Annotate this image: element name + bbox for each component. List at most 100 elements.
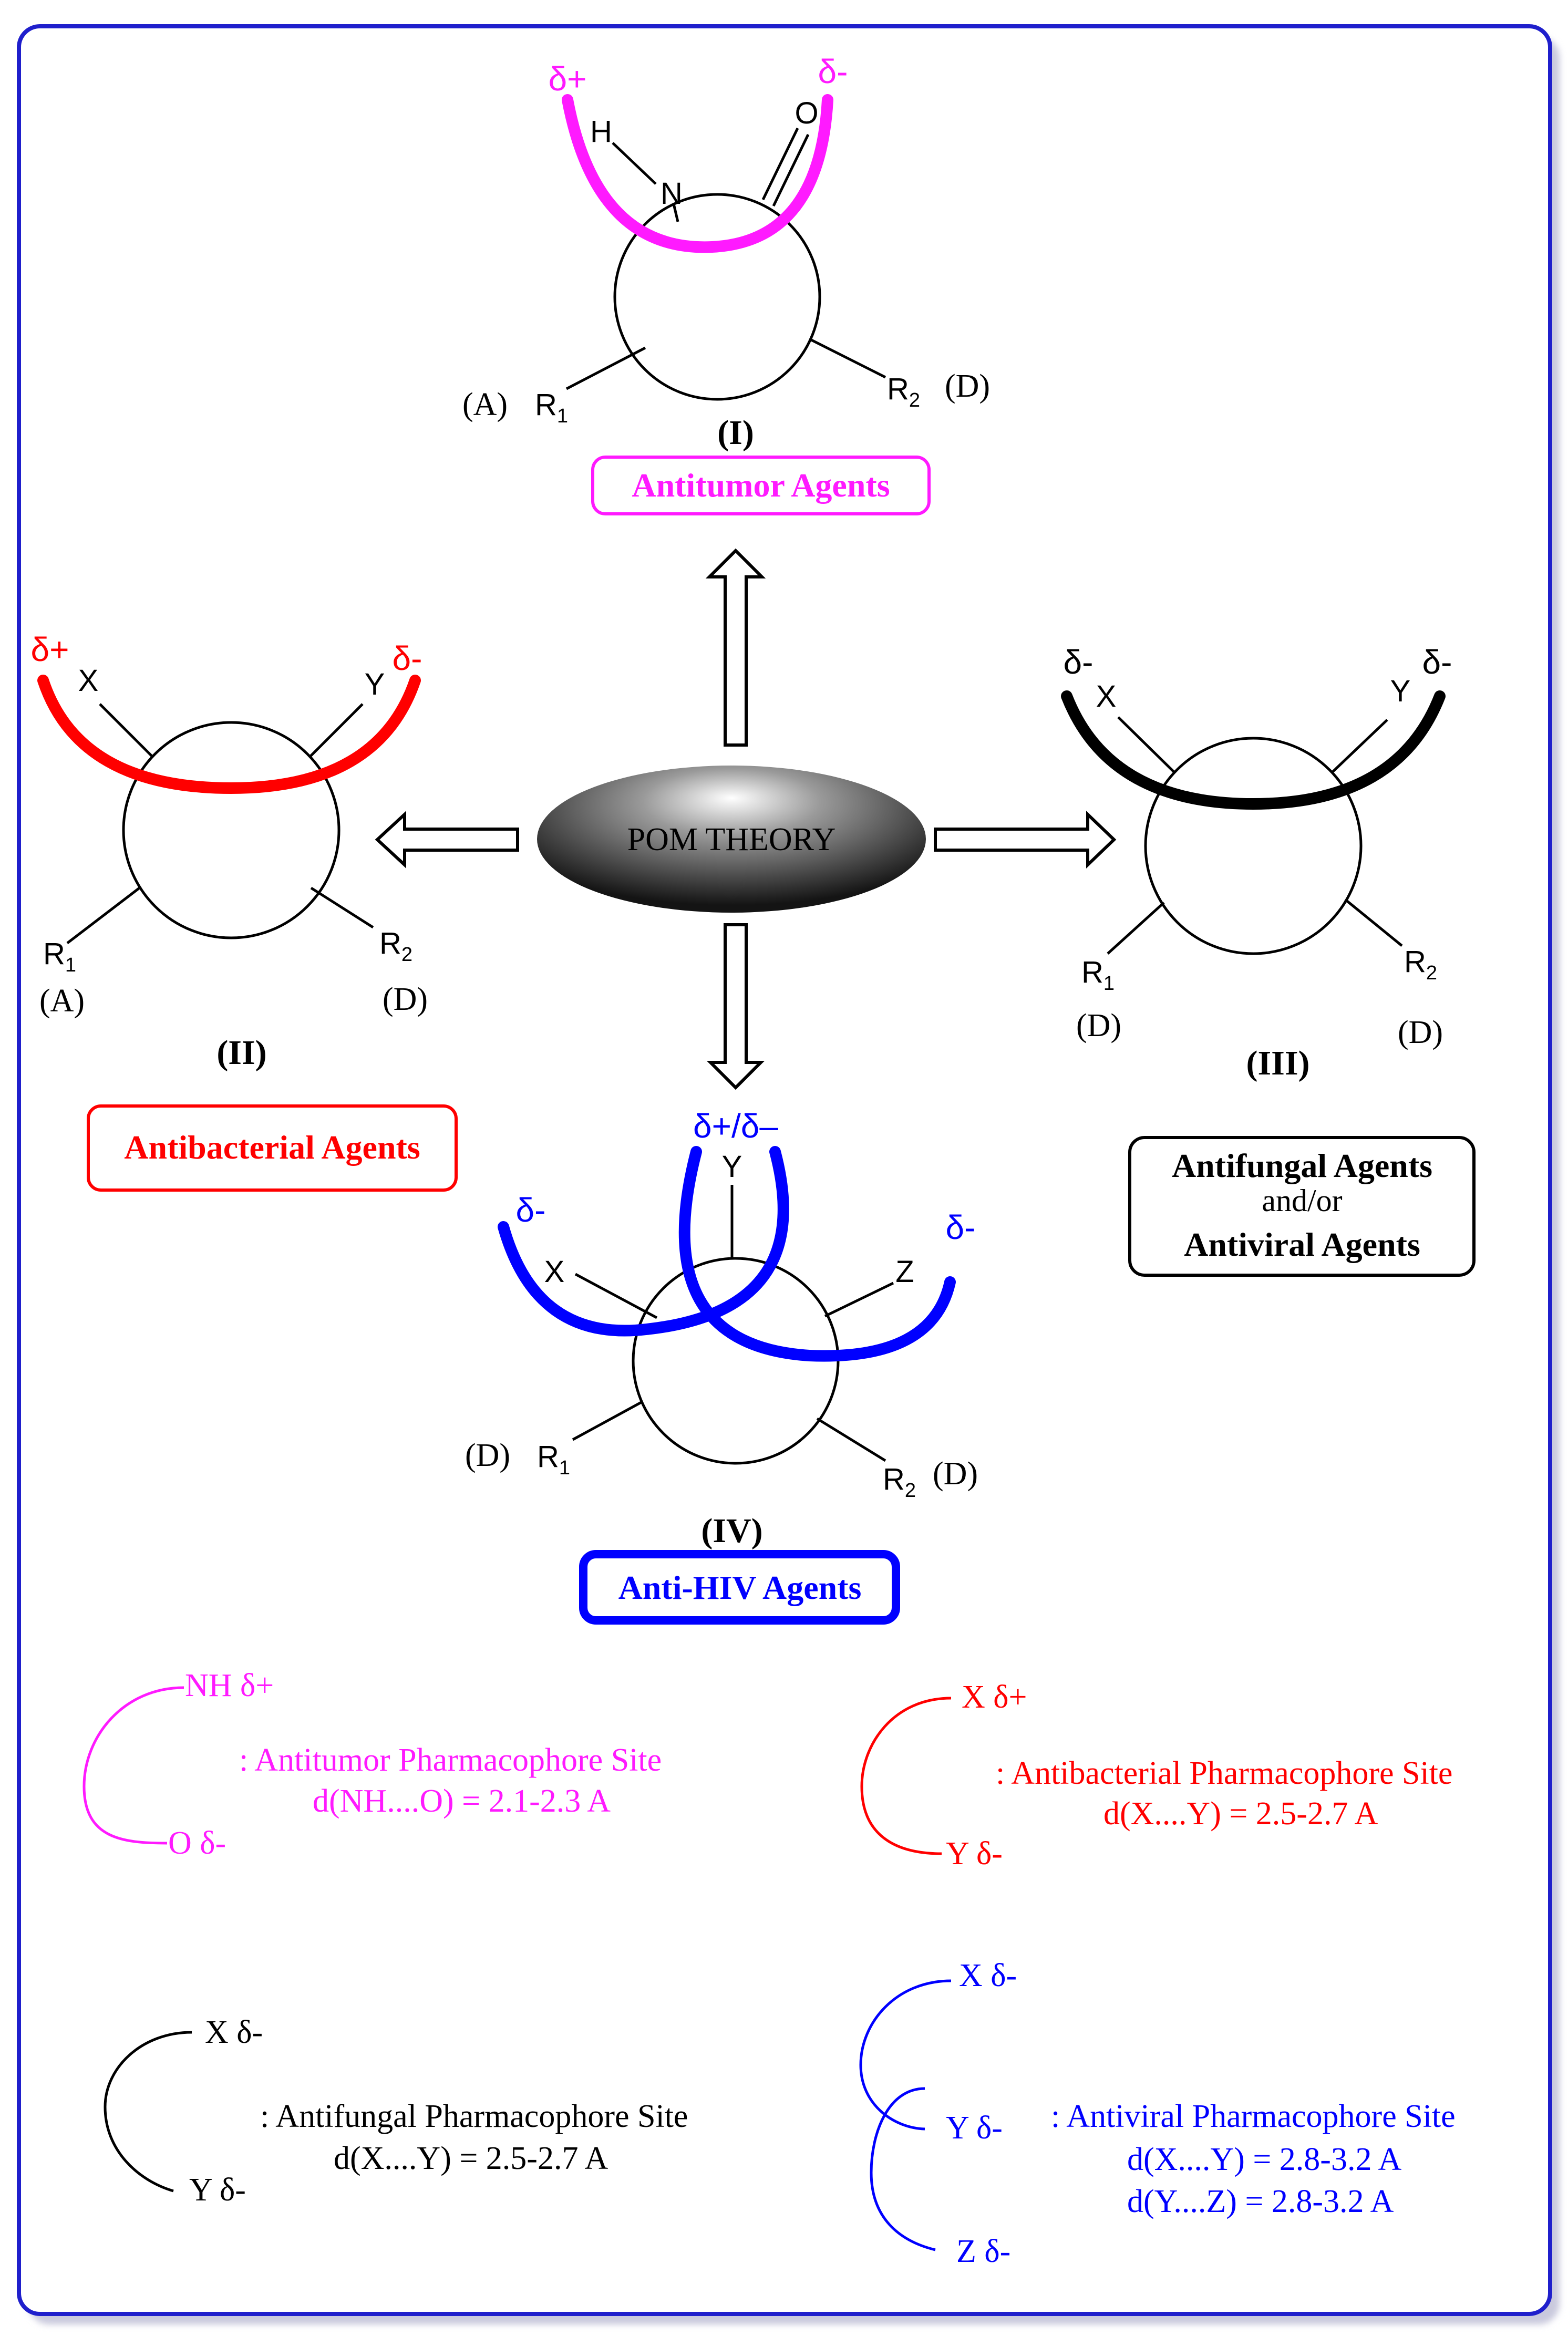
ring <box>613 193 821 401</box>
delta-right-label: δ- <box>946 1208 976 1246</box>
r1-label: R1 <box>535 388 568 427</box>
bond-r2 <box>816 1417 886 1462</box>
y-atom: Y <box>1390 674 1411 708</box>
bond-r1 <box>572 1400 643 1441</box>
x-atom: X <box>544 1255 565 1289</box>
legend-distance: d(X....Y) = 2.5-2.7 A <box>334 2141 608 2176</box>
right-tag: (D) <box>933 1456 978 1492</box>
legend-antibacterial: X δ+ Y δ- : Antibacterial Pharmacophore … <box>860 1679 1452 1872</box>
legend-top: X δ- <box>959 1958 1017 1993</box>
left-tag: (A) <box>462 387 508 422</box>
bond-r2 <box>310 886 374 929</box>
r2-label: R2 <box>883 1462 916 1502</box>
legend-top: X δ- <box>205 2014 263 2050</box>
pom-theory-ellipse <box>537 766 926 913</box>
arrow-down <box>706 923 765 1090</box>
legend-antitumor: NH δ+ O δ- : Antitumor Pharmacophore Sit… <box>82 1668 662 1861</box>
delta-minus-label: δ- <box>393 639 422 677</box>
bond-r2 <box>1344 898 1403 947</box>
agent-box <box>1128 1136 1476 1277</box>
bond-r1 <box>565 346 646 390</box>
legend-arc-yz <box>870 2087 936 2251</box>
bond-y <box>1331 719 1388 773</box>
arrow-left <box>375 811 519 869</box>
r2-label: R2 <box>379 926 412 966</box>
arrow-right <box>934 810 1117 869</box>
bond-c-o-1 <box>761 127 799 201</box>
structure-I: δ+ δ- H N O R1 R2 (A) (D) (I) Antitumor … <box>462 53 990 515</box>
ring <box>122 721 341 939</box>
z-atom: Z <box>895 1255 914 1289</box>
legend-arc <box>82 1686 184 1845</box>
arrow-up <box>705 548 766 747</box>
delta-left-label: δ- <box>1064 643 1094 681</box>
legend-top: X δ+ <box>962 1679 1027 1715</box>
legend-middle: Y δ- <box>946 2110 1003 2146</box>
x-atom: X <box>78 664 99 698</box>
bond-r1 <box>1107 902 1165 955</box>
legend-bottom: O δ- <box>168 1825 226 1861</box>
roman-numeral: (I) <box>717 414 754 452</box>
agent-label-line1: Antifungal Agents <box>1172 1147 1432 1184</box>
pharmacophore-arc <box>1061 690 1446 810</box>
agent-box <box>591 456 931 515</box>
x-atom: X <box>1096 679 1117 714</box>
agent-label: Antibacterial Agents <box>124 1129 420 1166</box>
structure-II: δ+ δ- X Y R1 R2 (A) (D) (II) Antibacteri… <box>31 630 458 1192</box>
bond-y <box>309 703 364 758</box>
bond-z <box>824 1281 894 1318</box>
bond-x <box>574 1273 658 1319</box>
y-atom: Y <box>722 1150 742 1184</box>
bond-c-o-2 <box>772 133 810 207</box>
agent-label: Anti-HIV Agents <box>618 1569 862 1606</box>
roman-numeral: (III) <box>1246 1044 1309 1082</box>
o-atom: O <box>795 96 818 130</box>
agent-box <box>87 1104 458 1192</box>
n-atom: N <box>661 177 683 211</box>
legend-title: : Antitumor Pharmacophore Site <box>239 1742 662 1778</box>
delta-top-label: δ+/δ– <box>693 1107 778 1145</box>
bond-r2 <box>808 337 886 379</box>
bond-x <box>1117 716 1175 773</box>
left-tag: (D) <box>1076 1008 1121 1043</box>
pharmacophore-arc <box>562 94 833 253</box>
legend-title: : Antibacterial Pharmacophore Site <box>996 1755 1452 1791</box>
right-tag: (D) <box>945 368 990 404</box>
right-tag: (D) <box>383 981 428 1017</box>
roman-numeral: (IV) <box>701 1512 762 1550</box>
pharmacophore-arc <box>37 675 421 794</box>
pom-theory-node: POM THEORY <box>537 766 926 913</box>
legend-distance-2: d(Y....Z) = 2.8-3.2 A <box>1127 2184 1394 2219</box>
legend-title: : Antifungal Pharmacophore Site <box>260 2099 688 2134</box>
legend-title: : Antiviral Pharmacophore Site <box>1051 2099 1456 2134</box>
right-tag: (D) <box>1398 1015 1443 1050</box>
legend-distance: d(X....Y) = 2.5-2.7 A <box>1103 1796 1378 1832</box>
legend-bottom: Y δ- <box>189 2172 246 2208</box>
pharmacophore-arc-yz <box>678 1146 956 1362</box>
bond-h-n <box>612 142 657 185</box>
r2-label: R2 <box>887 372 920 411</box>
bond-r1 <box>66 886 142 944</box>
legend-bottom: Y δ- <box>946 1836 1003 1872</box>
agent-label: Antitumor Agents <box>632 467 890 504</box>
legend-bottom: Z δ- <box>956 2234 1010 2269</box>
delta-plus-label: δ+ <box>31 630 69 668</box>
delta-minus-label: δ- <box>818 53 848 90</box>
legend-antiviral: X δ- Y δ- Z δ- : Antiviral Pharmacophore… <box>859 1958 1456 2269</box>
agent-label-line2: and/or <box>1262 1183 1342 1218</box>
h-atom: H <box>590 115 612 149</box>
legend-distance: d(NH....O) = 2.1-2.3 A <box>313 1783 611 1819</box>
legend-arc-xy <box>859 1979 952 2131</box>
legend-distance-1: d(X....Y) = 2.8-3.2 A <box>1127 2142 1402 2177</box>
delta-plus-label: δ+ <box>549 60 587 98</box>
left-tag: (D) <box>465 1438 510 1473</box>
r1-label: R1 <box>537 1440 570 1479</box>
bond-x <box>99 703 153 758</box>
r1-label: R1 <box>43 937 76 976</box>
agent-box <box>579 1550 900 1625</box>
left-tag: (A) <box>39 983 85 1019</box>
delta-left-label: δ- <box>516 1191 546 1229</box>
pom-theory-label: POM THEORY <box>627 822 836 857</box>
pharmacophore-arc-xy <box>498 1146 789 1337</box>
roman-numeral: (II) <box>216 1033 266 1072</box>
